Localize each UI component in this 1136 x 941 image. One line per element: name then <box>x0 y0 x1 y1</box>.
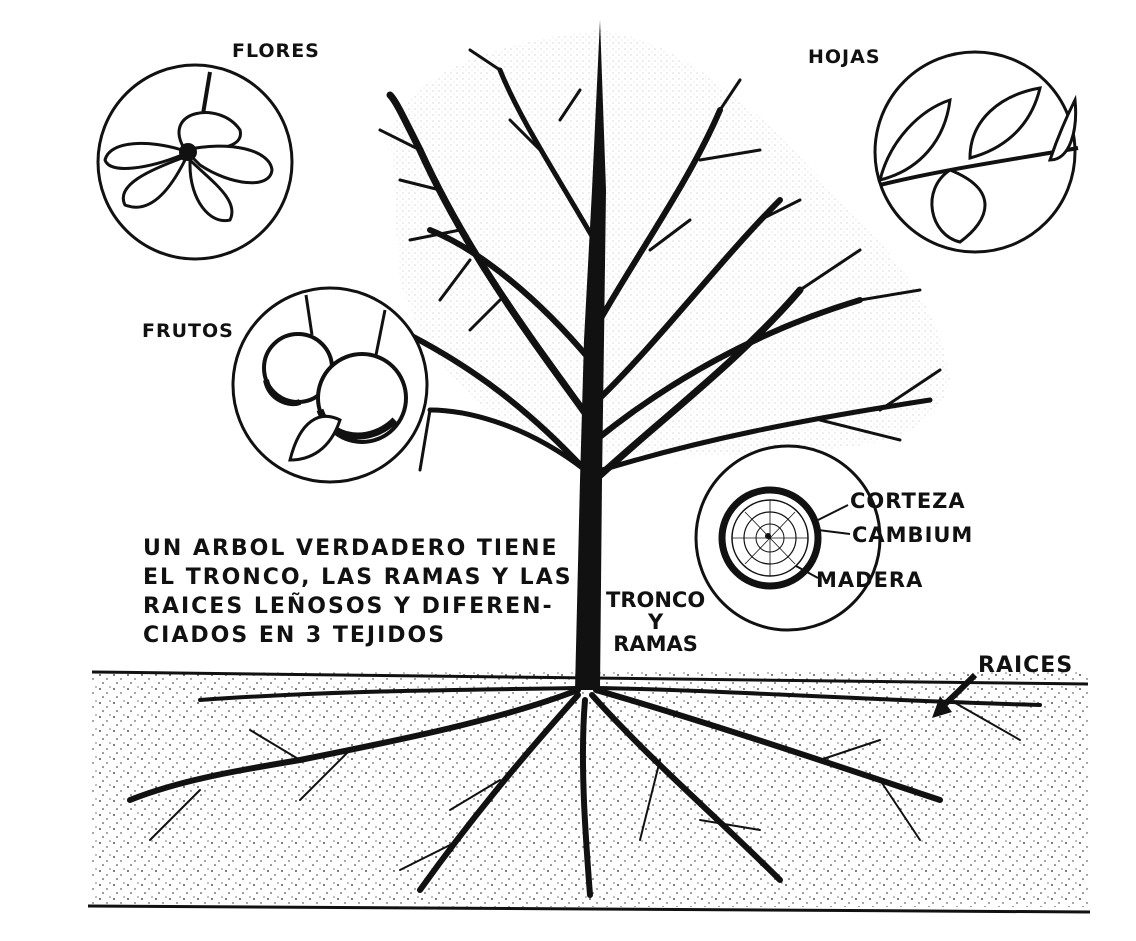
frutos-label: FRUTOS <box>142 320 234 342</box>
wood-section-inset <box>694 444 882 632</box>
tronco-label-line2: Y <box>647 610 664 634</box>
tree-roots <box>127 686 1042 898</box>
hojas-label: HOJAS <box>808 46 881 68</box>
tronco-label-line3: RAMAS <box>613 632 698 656</box>
caption-line-3: RAICES LEÑOSOS Y DIFEREN- <box>143 594 554 619</box>
flowers-inset <box>96 63 294 261</box>
caption-line-4: CIADOS EN 3 TEJIDOS <box>143 623 447 648</box>
leaves-inset <box>873 50 1079 254</box>
corteza-label: CORTEZA <box>850 489 966 513</box>
caption-text: UN ARBOL VERDADERO TIENE EL TRONCO, LAS … <box>143 534 573 650</box>
tree-branches <box>358 48 942 484</box>
tronco-label-line1: TRONCO <box>606 588 706 612</box>
cambium-label: CAMBIUM <box>852 523 974 547</box>
fruits-inset <box>231 286 429 484</box>
tree-trunk <box>575 20 606 690</box>
roots-arrow <box>932 672 978 718</box>
madera-label: MADERA <box>816 568 924 592</box>
canopy-shading <box>390 30 950 457</box>
caption-line-1: UN ARBOL VERDADERO TIENE <box>143 536 559 561</box>
tronco-ramas-label: TRONCO Y RAMAS <box>606 589 705 655</box>
flores-label: FLORES <box>232 40 320 62</box>
caption-line-2: EL TRONCO, LAS RAMAS Y LAS <box>143 565 573 590</box>
raices-label: RAICES <box>978 653 1074 678</box>
